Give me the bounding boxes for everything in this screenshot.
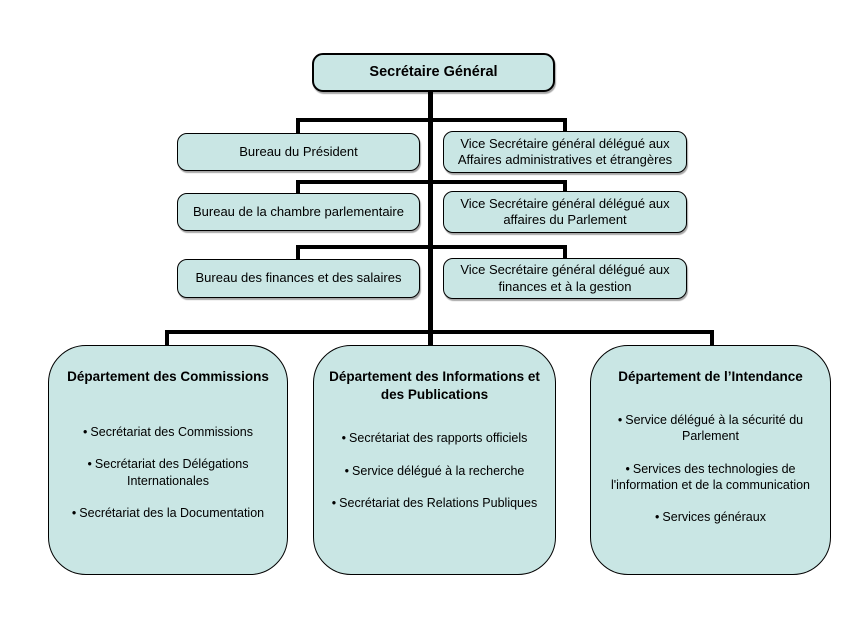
bullet-glyph: • xyxy=(83,425,88,440)
connector-depts-left-drop xyxy=(165,330,169,346)
node-label: Bureau de la chambre parlementaire xyxy=(192,203,404,219)
list-item-label: Secrétariat des la Documentation xyxy=(79,505,265,520)
node-label: Vice Secrétaire général délégué aux affa… xyxy=(460,195,670,227)
connector-row1-left-drop xyxy=(296,118,300,135)
list-item-label: Secrétariat des Relations Publiques xyxy=(339,495,538,510)
list-item: •Secrétariat des Commissions xyxy=(57,424,279,440)
bullet-glyph: • xyxy=(344,463,350,478)
list-item: •Secrétariat des rapports officiels xyxy=(322,430,547,446)
list-item: •Services des technologies de l'informat… xyxy=(599,461,822,494)
connector-depts-horizontal xyxy=(165,330,714,334)
dept-title: Département des Commissions xyxy=(67,369,269,384)
connector-row3-horizontal xyxy=(296,245,567,249)
node-label: Bureau des finances et des salaires xyxy=(195,270,402,286)
bullet-glyph: • xyxy=(331,495,337,510)
list-item-label: Secrétariat des Délégations Internationa… xyxy=(94,457,249,488)
dept-intendance: Département de l’Intendance •Service dél… xyxy=(590,345,831,575)
node-label: Secrétaire Général xyxy=(369,64,498,81)
dept-commissions: Département des Commissions •Secrétariat… xyxy=(48,345,288,575)
node-label: Vice Secrétaire général délégué aux Affa… xyxy=(457,135,673,167)
connector-row2-left-drop xyxy=(296,180,300,195)
list-item-label: Services des technologies de l'informati… xyxy=(610,461,810,492)
list-item: •Secrétariat des la Documentation xyxy=(57,505,279,521)
list-item: •Service délégué à la recherche xyxy=(322,463,547,479)
list-item: •Service délégué à la sécurité du Parlem… xyxy=(599,412,822,445)
bullet-glyph: • xyxy=(655,510,660,525)
node-secretaire-general: Secrétaire Général xyxy=(312,53,555,92)
node-bureau-chambre-parlementaire: Bureau de la chambre parlementaire xyxy=(177,193,420,231)
bullet-glyph: • xyxy=(87,457,92,472)
dept-list: •Secrétariat des Commissions •Secrétaria… xyxy=(55,424,281,521)
dept-title: Département des Informations et des Publ… xyxy=(329,369,540,403)
dept-informations-publications: Département des Informations et des Publ… xyxy=(313,345,556,575)
connector-row3-right-drop xyxy=(563,245,567,259)
connector-trunk-vertical xyxy=(428,92,433,347)
bullet-glyph: • xyxy=(341,431,347,446)
connector-row1-right-drop xyxy=(563,118,567,133)
bullet-glyph: • xyxy=(71,505,77,520)
dept-list: •Secrétariat des rapports officiels •Ser… xyxy=(320,430,549,511)
node-label: Vice Secrétaire général délégué aux fina… xyxy=(460,262,670,294)
list-item: •Secrétariat des Délégations Internation… xyxy=(57,456,279,489)
dept-list: •Service délégué à la sécurité du Parlem… xyxy=(597,412,824,525)
node-label: Bureau du Président xyxy=(239,143,358,159)
node-bureau-finances-salaires: Bureau des finances et des salaires xyxy=(177,259,420,298)
list-item: •Services généraux xyxy=(599,509,822,525)
connector-row1-horizontal xyxy=(296,118,567,122)
list-item: •Secrétariat des Relations Publiques xyxy=(322,495,547,511)
bullet-glyph: • xyxy=(625,461,630,476)
dept-title: Département de l’Intendance xyxy=(618,369,803,384)
bullet-glyph: • xyxy=(617,413,623,428)
node-vice-sg-affaires-administratives: Vice Secrétaire général délégué aux Affa… xyxy=(443,131,687,173)
connector-row3-left-drop xyxy=(296,245,300,261)
list-item-label: Service délégué à la recherche xyxy=(352,463,525,478)
connector-row2-horizontal xyxy=(296,180,567,184)
list-item-label: Secrétariat des Commissions xyxy=(90,425,253,440)
node-vice-sg-finances-gestion: Vice Secrétaire général délégué aux fina… xyxy=(443,258,687,299)
connector-depts-right-drop xyxy=(710,330,714,346)
list-item-label: Services généraux xyxy=(662,510,766,525)
list-item-label: Secrétariat des rapports officiels xyxy=(349,431,528,446)
list-item-label: Service délégué à la sécurité du Parleme… xyxy=(625,413,804,444)
node-bureau-president: Bureau du Président xyxy=(177,133,420,171)
node-vice-sg-affaires-parlement: Vice Secrétaire général délégué aux affa… xyxy=(443,191,687,233)
connector-row2-right-drop xyxy=(563,180,567,193)
